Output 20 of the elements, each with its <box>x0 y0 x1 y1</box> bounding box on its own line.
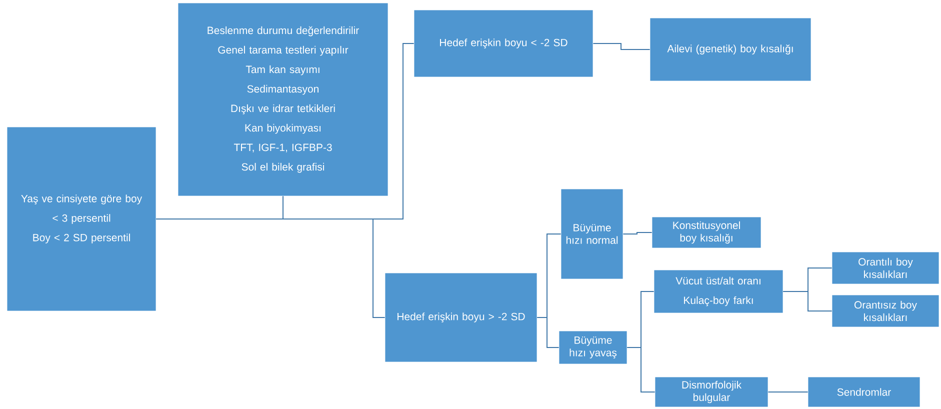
connector-line <box>782 290 832 312</box>
process-box: Orantılı boy kısalıkları <box>832 252 940 284</box>
process-box: Orantısız boy kısalıkları <box>832 294 940 328</box>
process-box: Yaş ve cinsiyete göre boy < 3 persentil Boy < 2 SD persentil <box>6 126 156 312</box>
process-box: Dismorfolojik bulgular <box>654 376 768 408</box>
connector-line <box>156 218 386 318</box>
connector-line <box>626 346 656 392</box>
process-box: Sendromlar <box>808 376 920 408</box>
process-box: Beslenme durumu değerlendirilir Genel tarama testleri yapılır Tam kan sayımı Sedimantasyon Dışkı ve idrar tetkikleri Kan biyokimyası TFT, IGF-1, IGFBP-3 Sol el bilek grafisi <box>178 2 388 196</box>
connector-line <box>592 43 650 50</box>
process-box: Büyüme hızı yavaş <box>558 330 628 364</box>
process-box: Ailevi (genetik) boy kısalığı <box>650 18 812 82</box>
process-box: Vücut üst/alt oranı Kulaç-boy farkı <box>654 270 784 314</box>
process-box: Büyüme hızı normal <box>560 188 624 280</box>
connector-line <box>536 317 560 348</box>
connector-line <box>622 232 652 234</box>
process-box: Hedef erişkin boyu > -2 SD <box>384 272 538 362</box>
connector-line <box>768 391 808 392</box>
process-box: Hedef erişkin boyu < -2 SD <box>414 10 594 78</box>
process-box: Konstitusyonel boy kısalığı <box>652 216 762 248</box>
